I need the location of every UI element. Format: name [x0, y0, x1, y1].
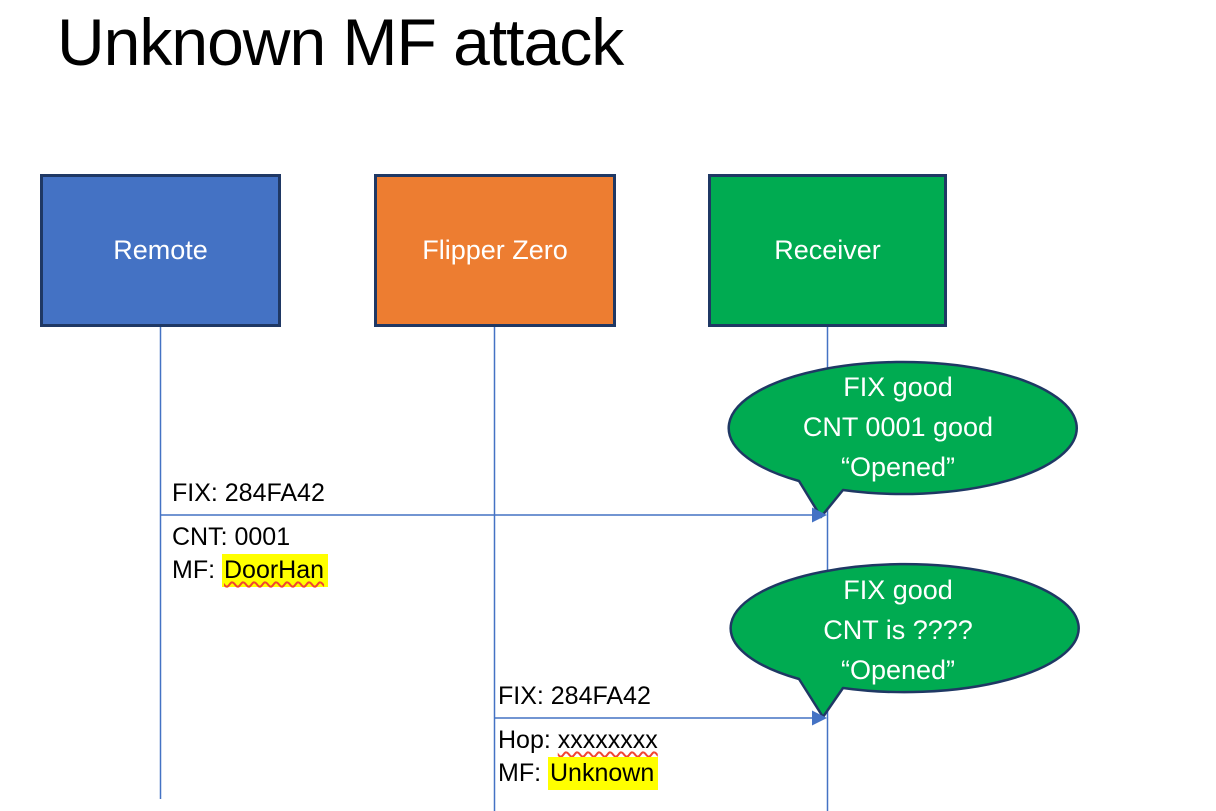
- message-1-label-above: FIX: 284FA42: [172, 477, 325, 510]
- actor-label-receiver: Receiver: [774, 235, 881, 265]
- slide-title: Unknown MF attack: [57, 5, 624, 79]
- speech-bubble-1: [727, 360, 1078, 519]
- callout-1-line-3: “Opened”: [840, 452, 956, 482]
- callout-1-line-1: FIX good: [843, 372, 953, 402]
- speech-bubble-2: [729, 562, 1080, 719]
- callout-1-text: FIX good CNT 0001 good “Opened”: [724, 367, 1072, 487]
- message-arrow-2-arrowhead-icon: [812, 710, 827, 726]
- callout-2-text: FIX good CNT is ???? “Opened”: [724, 570, 1072, 690]
- actor-label-flipper-zero: Flipper Zero: [422, 235, 568, 265]
- actor-box-remote: Remote: [40, 174, 281, 327]
- message-1-mf-prefix: MF:: [172, 556, 222, 584]
- actor-label-remote: Remote: [113, 235, 208, 265]
- message-1-cnt-text: CNT: 0001: [172, 523, 291, 551]
- message-2-hop-prefix: Hop:: [498, 726, 558, 754]
- callout-2-line-3: “Opened”: [840, 655, 956, 685]
- message-2-hop-misspelled-text: xxxxxxxx: [557, 726, 658, 754]
- message-1-mf-highlighted-text: DoorHan: [222, 554, 329, 587]
- message-2-hop-line: Hop: xxxxxxxx: [498, 724, 658, 757]
- actor-box-flipper-zero: Flipper Zero: [374, 174, 616, 327]
- message-1-fix-text: FIX: 284FA42: [172, 479, 325, 507]
- message-arrow-1-arrowhead-icon: [812, 507, 827, 523]
- message-2-mf-prefix: MF:: [498, 759, 548, 787]
- message-2-label-below: Hop: xxxxxxxx MF: Unknown: [498, 724, 659, 790]
- callout-2-line-1: FIX good: [843, 575, 953, 605]
- actor-box-receiver: Receiver: [708, 174, 947, 327]
- message-1-label-below: CNT: 0001 MF: DoorHan: [172, 521, 329, 587]
- callout-2-line-2: CNT is ????: [823, 615, 973, 645]
- message-2-mf-highlighted-text: Unknown: [548, 757, 659, 790]
- message-2-mf-line: MF: Unknown: [498, 757, 659, 790]
- message-2-label-above: FIX: 284FA42: [498, 680, 651, 713]
- callout-1-line-2: CNT 0001 good: [802, 412, 994, 442]
- message-1-mf-line: MF: DoorHan: [172, 554, 329, 587]
- message-2-fix-text: FIX: 284FA42: [498, 682, 651, 710]
